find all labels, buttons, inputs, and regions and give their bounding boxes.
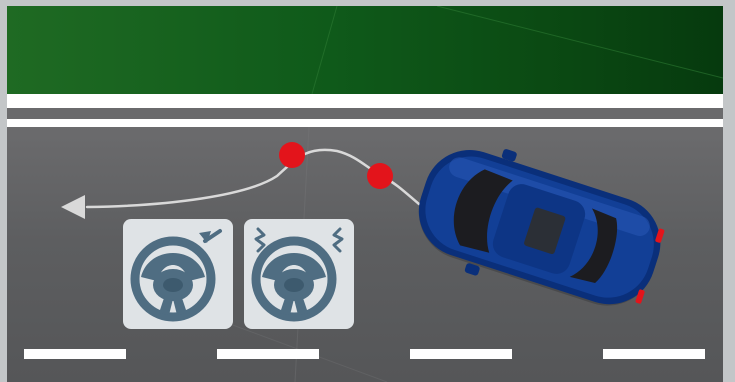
steering-vibration-icon xyxy=(244,219,354,329)
car-icon xyxy=(7,6,723,382)
steering-assist-card xyxy=(123,219,233,329)
road-scene xyxy=(7,6,723,382)
steering-vibration-card xyxy=(244,219,354,329)
steering-assist-icon xyxy=(123,219,233,329)
